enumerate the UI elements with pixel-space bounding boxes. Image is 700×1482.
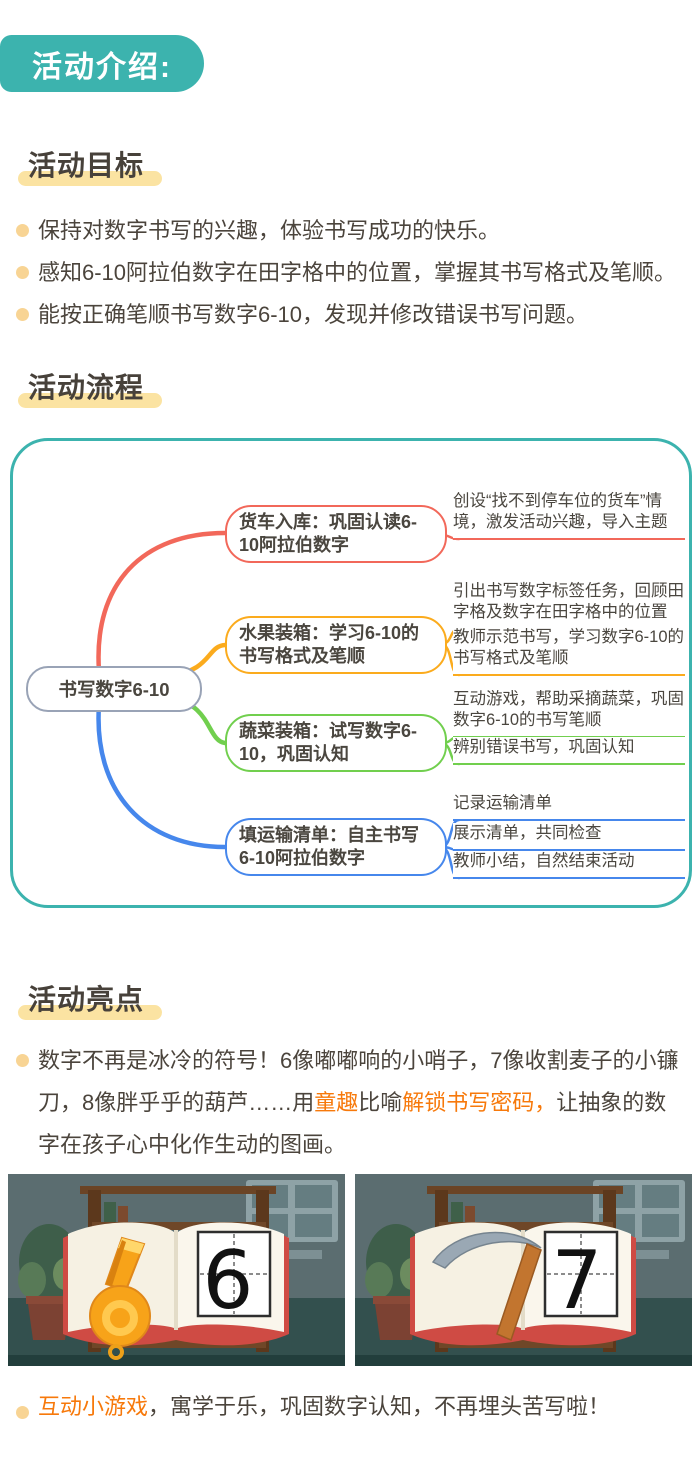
goal-text: 保持对数字书写的兴趣，体验书写成功的快乐。 — [38, 218, 501, 243]
leaf-item: 展示清单，共同检查 — [453, 823, 685, 851]
mindmap: 书写数字6-10 货车入库：巩固认读6-10阿拉伯数字 水果装箱：学习6-10的… — [10, 438, 692, 908]
goals-heading: 活动目标 — [18, 144, 163, 186]
text-run: 让抽象的数字在孩子心中化作生动的图画。 — [38, 1090, 667, 1157]
highlight-paragraph: 数字不再是冰冷的符号！6像嘟嘟响的小哨子，7像收割麦子的小镰刀，8像胖乎乎的葫芦… — [16, 1040, 682, 1166]
text-run: 数字不再是冰冷的符号！6像嘟嘟响的小哨子，7像收割麦子的小镰刀，8像胖乎乎的葫芦… — [38, 1048, 679, 1115]
text-run: ，寓学于乐，巩固数字认知，不再埋头苦写啦！ — [148, 1394, 611, 1419]
classroom-scene-whistle-6: 6 — [8, 1174, 345, 1366]
bullet-icon — [16, 308, 29, 321]
leaf-item: 互动游戏，帮助采摘蔬菜，巩固数字6-10的书写笔顺 — [453, 689, 685, 738]
bullet-icon — [16, 266, 29, 279]
classroom-scene-sickle-7: 7 — [355, 1174, 692, 1366]
leaf-item: 辨别错误书写，巩固认知 — [453, 737, 685, 765]
highlight-text: 数字不再是冰冷的符号！6像嘟嘟响的小哨子，7像收割麦子的小镰刀，8像胖乎乎的葫芦… — [38, 1040, 682, 1166]
highlights-heading: 活动亮点 — [18, 978, 163, 1020]
text-run-orange: 互动小游戏 — [38, 1394, 149, 1419]
header-badge: 活动介绍: — [0, 35, 204, 92]
branch-curve-red — [96, 530, 228, 674]
branch-curve-blue — [96, 702, 228, 850]
sickle-icon — [431, 1231, 542, 1342]
footer-text: 互动小游戏，寓学于乐，巩固数字认知，不再埋头苦写啦！ — [38, 1392, 610, 1422]
text-run: 比喻 — [358, 1090, 403, 1115]
footer-note: 互动小游戏，寓学于乐，巩固数字认知，不再埋头苦写啦！ — [16, 1392, 682, 1422]
leaf-item: 记录运输清单 — [453, 793, 685, 821]
text-run-orange: 解锁书写密码， — [402, 1090, 557, 1115]
illustration-row: 6 — [0, 1174, 700, 1366]
branch-node-list: 填运输清单：自主书写6-10阿拉伯数字 — [225, 818, 447, 876]
root-node: 书写数字6-10 — [26, 666, 202, 712]
section-title: 活动流程 — [28, 372, 145, 403]
text-run-orange: 童趣 — [314, 1090, 359, 1115]
goal-text: 能按正确笔顺书写数字6-10，发现并修改错误书写问题。 — [38, 302, 589, 327]
list-item: 感知6-10阿拉伯数字在田字格中的位置，掌握其书写格式及笔顺。 — [16, 252, 682, 294]
leaf-item: 引出书写数字标签任务，回顾田字格及数字在田字格中的位置 — [453, 581, 685, 630]
bullet-icon — [16, 224, 29, 237]
branch-node-truck: 货车入库：巩固认读6-10阿拉伯数字 — [225, 505, 447, 563]
list-item: 保持对数字书写的兴趣，体验书写成功的快乐。 — [16, 210, 682, 252]
grid-number: 7 — [552, 1234, 603, 1327]
floor-strip — [355, 1355, 692, 1366]
goals-list: 保持对数字书写的兴趣，体验书写成功的快乐。 感知6-10阿拉伯数字在田字格中的位… — [16, 210, 682, 336]
heading-highlight-bar — [18, 171, 163, 186]
grid-number: 6 — [203, 1234, 254, 1327]
number-grid: 6 — [196, 1230, 272, 1327]
number-grid: 7 — [543, 1230, 619, 1327]
floor-strip — [8, 1355, 345, 1366]
section-title: 活动目标 — [28, 150, 145, 181]
leaf-item: 创设“找不到停车位的货车”情境，激发活动兴趣，导入主题 — [453, 491, 685, 540]
flow-heading: 活动流程 — [18, 366, 163, 408]
leaf-item: 教师小结，自然结束活动 — [453, 851, 685, 879]
branch-node-vegetable: 蔬菜装箱：试写数字6-10，巩固认知 — [225, 714, 447, 772]
heading-highlight-bar — [18, 1005, 163, 1020]
heading-highlight-bar — [18, 393, 163, 408]
section-title: 活动亮点 — [28, 984, 145, 1015]
goal-text: 感知6-10阿拉伯数字在田字格中的位置，掌握其书写格式及笔顺。 — [38, 260, 677, 285]
list-item: 能按正确笔顺书写数字6-10，发现并修改错误书写问题。 — [16, 294, 682, 336]
whistle-icon — [89, 1236, 151, 1360]
leaf-item: 教师示范书写，学习数字6-10的书写格式及笔顺 — [453, 627, 685, 676]
branch-node-fruit: 水果装箱：学习6-10的书写格式及笔顺 — [225, 616, 447, 674]
bullet-icon — [16, 1054, 29, 1067]
bullet-icon — [16, 1406, 29, 1419]
